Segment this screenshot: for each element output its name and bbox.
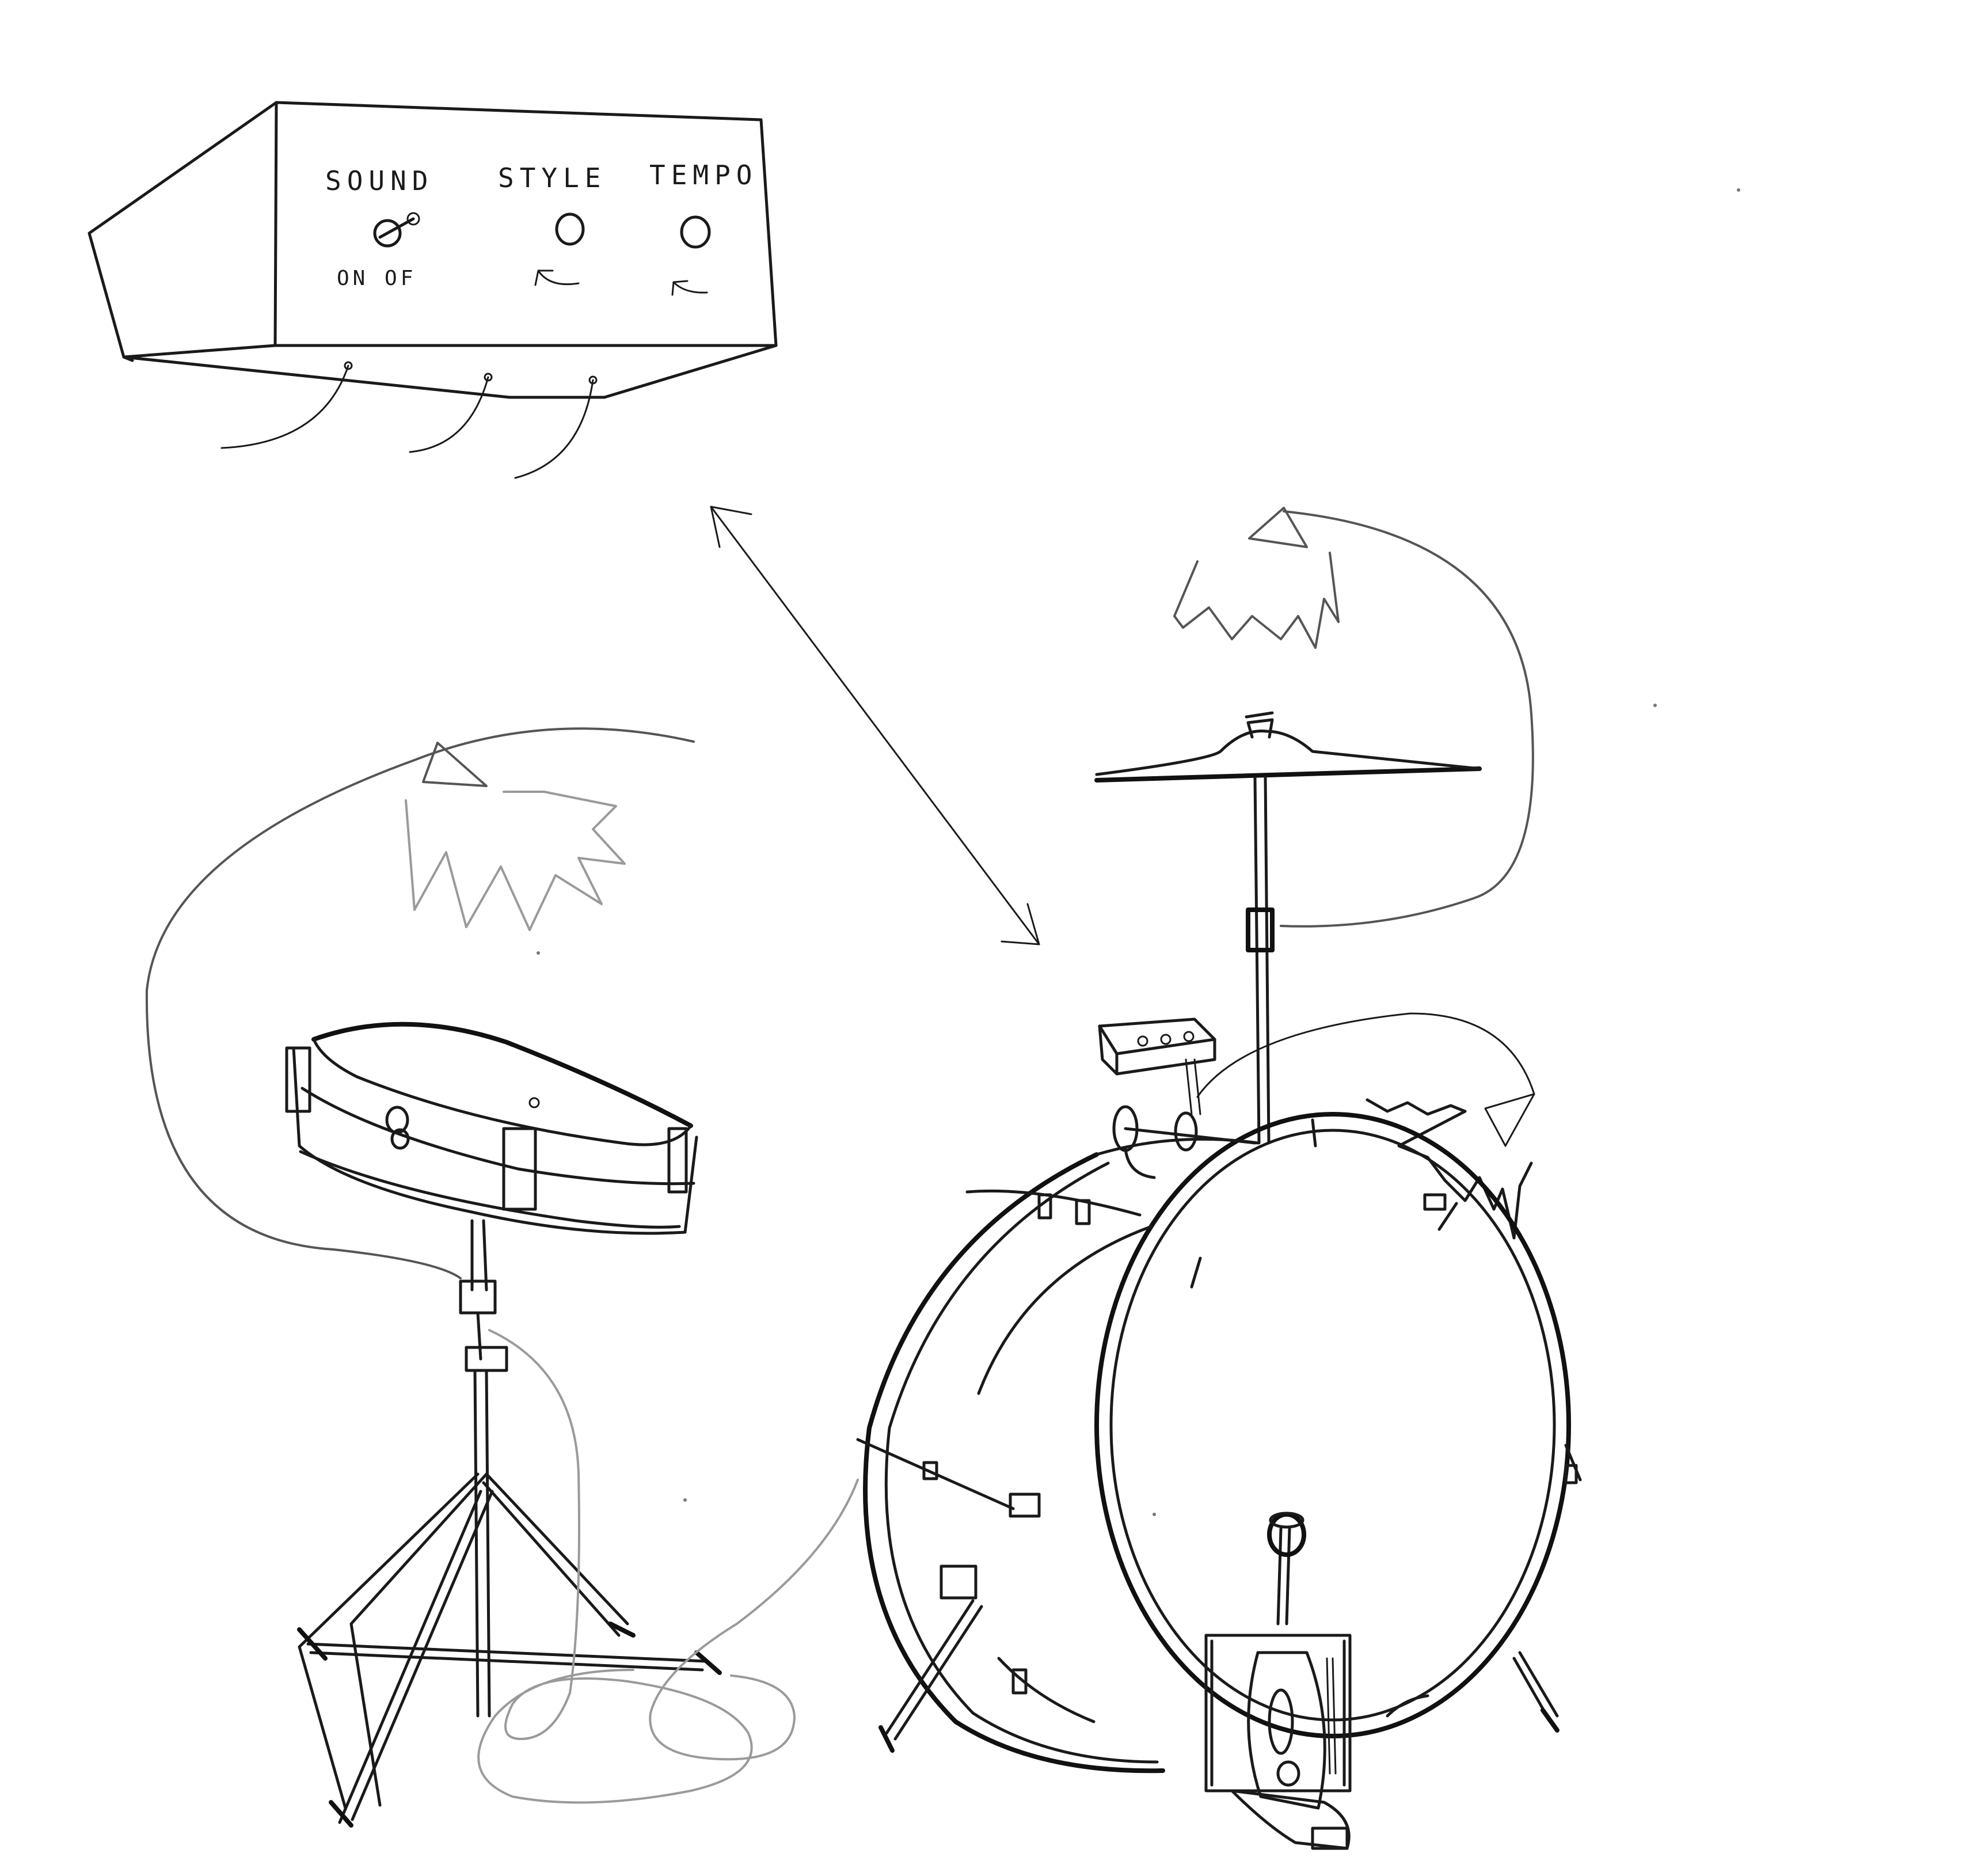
snare-trigger-sound-wave [145,727,695,1279]
bass-drum-sensor [1112,1105,1257,1179]
cymbal-trigger-sound-wave [1173,507,1534,928]
drum-machine: SOUND STYLE TEMPO ON OF [88,101,778,479]
switch-label: ON OF [337,267,416,290]
double-arrow-icon [710,506,1040,945]
style-label: STYLE [498,162,606,193]
bass-drum-pedal [1204,1512,1352,1850]
bass-drum [856,1112,1582,1774]
drum-machine-top-face [88,101,278,359]
snare-drum [285,1021,698,1235]
knob-icon [555,212,585,246]
sound-label: SOUND [325,165,433,196]
knob-icon [680,215,711,249]
sound-wave-icon [1173,552,1340,649]
style-knob[interactable] [555,212,585,246]
cymbal [1094,711,1482,1145]
arrow-left-icon [534,269,580,286]
drum-machine-cables [220,361,598,479]
tempo-knob[interactable] [680,215,711,249]
snare-cable [477,1329,753,1804]
toggle-switch-icon[interactable] [373,212,420,248]
arrow-left-icon [671,280,708,296]
bass-drum-front-head [1094,1112,1571,1738]
snare-stand [297,1219,722,1828]
sound-wave-icon [405,791,626,931]
sensor-box [1098,1017,1216,1115]
drum-machine-bottom-face [122,344,778,399]
drum-machine-front-face [273,101,778,347]
paper-specks [537,188,1740,1516]
bass-drum-cable [649,1479,859,1761]
tempo-label: TEMPO [649,160,758,191]
bass-drum-trigger-sound-wave [1196,1012,1535,1240]
